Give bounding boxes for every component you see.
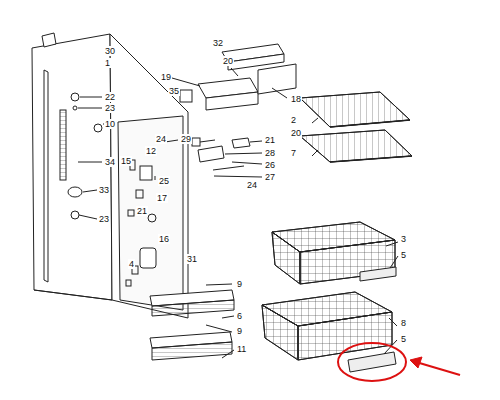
callout-number: 20 xyxy=(222,56,234,66)
callout-number: 4 xyxy=(128,259,135,269)
callout-number: 12 xyxy=(145,146,157,156)
callout-number: 15 xyxy=(120,156,132,166)
callout-number: 8 xyxy=(400,318,407,328)
callout-number: 25 xyxy=(158,176,170,186)
callout-number: 16 xyxy=(158,234,170,244)
callout-number: 30 xyxy=(104,46,116,56)
callout-number: 28 xyxy=(264,148,276,158)
callout-number: 20 xyxy=(290,128,302,138)
callout-number: 24 xyxy=(246,180,258,190)
callout-number: 34 xyxy=(104,157,116,167)
callout-number: 17 xyxy=(156,193,168,203)
callout-number: 21 xyxy=(264,135,276,145)
callout-number: 32 xyxy=(212,38,224,48)
callout-number: 24 xyxy=(155,134,167,144)
callout-number: 23 xyxy=(98,214,110,224)
callout-number: 26 xyxy=(264,160,276,170)
callout-number: 3 xyxy=(400,234,407,244)
callout-number: 5 xyxy=(400,250,407,260)
callout-number: 11 xyxy=(236,344,247,354)
callout-number: 10 xyxy=(104,119,116,129)
callout-number: 33 xyxy=(98,185,110,195)
callout-number: 21 xyxy=(136,206,148,216)
callout-number: 22 xyxy=(104,92,116,102)
callout-number: 7 xyxy=(290,148,297,158)
callout-number: 23 xyxy=(104,103,116,113)
callout-number: 31 xyxy=(186,254,198,264)
callout-number: 35 xyxy=(168,86,180,96)
callout-number: 5 xyxy=(400,334,407,344)
callout-number: 18 xyxy=(290,94,302,104)
callout-number: 6 xyxy=(236,311,243,321)
callout-number: 9 xyxy=(236,326,243,336)
callout-number: 29 xyxy=(180,134,192,144)
callout-number: 27 xyxy=(264,172,276,182)
callout-number: 19 xyxy=(160,72,172,82)
callout-number: 1 xyxy=(104,58,111,68)
callout-number: 9 xyxy=(236,279,243,289)
callout-number: 2 xyxy=(290,115,297,125)
